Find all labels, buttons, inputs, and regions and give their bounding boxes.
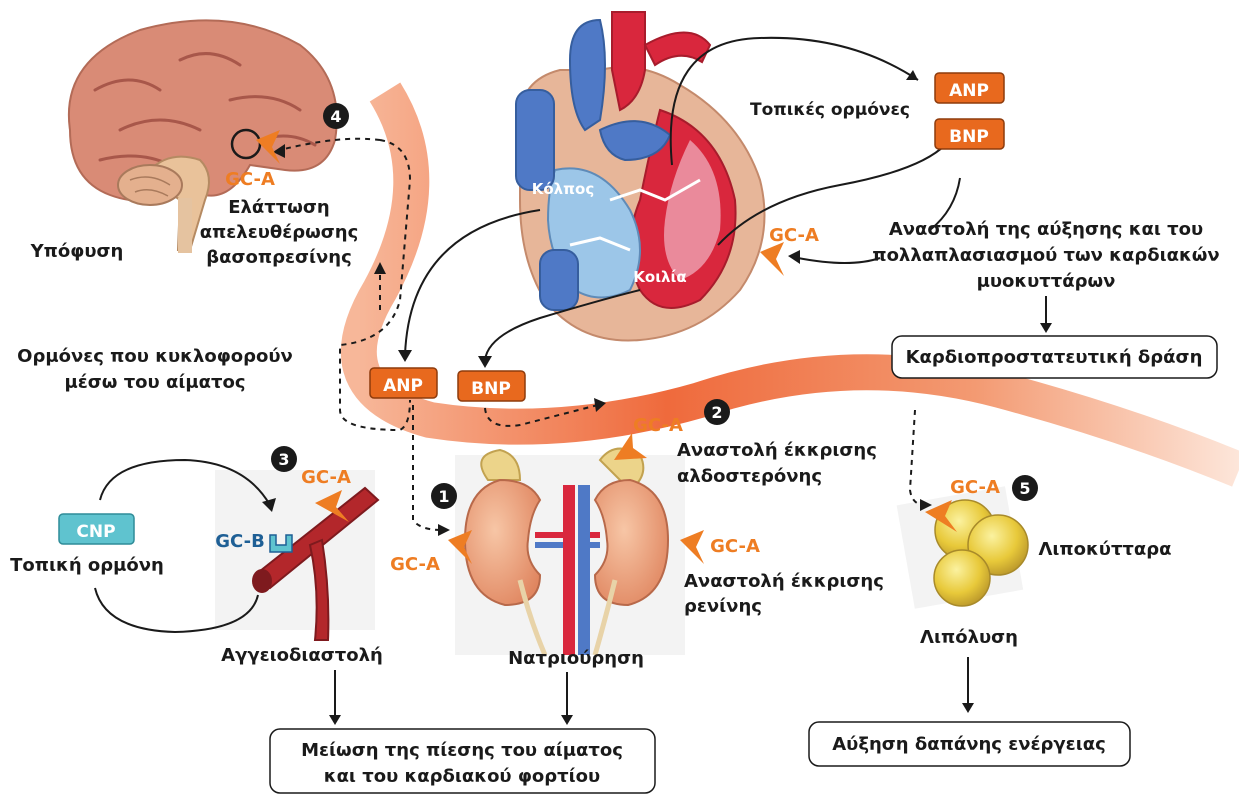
box-pressure-text-2: και του καρδιακού φορτίου [324, 766, 600, 787]
label-vasodilation: Αγγειοδιαστολή [221, 645, 383, 666]
label-ventricle: Κοιλία [633, 268, 686, 286]
tag-bnp-top-label: BNP [949, 127, 989, 147]
label-lipolysis: Λιπόλυση [920, 627, 1018, 648]
label-cardio-inhibition-1: Αναστολή της αύξησης και του [889, 219, 1203, 240]
box-pressure-text-1: Μείωση της πίεσης του αίματος [301, 740, 623, 761]
tag-anp-stream: ANP [370, 368, 437, 398]
gca-label-brain: GC-A [225, 169, 275, 190]
gcb-label: GC-B [215, 531, 265, 552]
label-circulating-1: Ορμόνες που κυκλοφορούν [17, 346, 293, 367]
label-atrium: Κόλπος [532, 180, 594, 198]
gca-label-kidney-right: GC-A [710, 536, 760, 557]
label-renin-2: ρενίνης [684, 596, 762, 617]
gca-label-vessel: GC-A [301, 467, 351, 488]
svg-text:3: 3 [278, 450, 289, 469]
tag-anp-stream-label: ANP [383, 376, 423, 396]
label-natriuresis: Νατριούρηση [508, 648, 644, 669]
gca-label-adrenal: GC-A [633, 415, 683, 436]
label-cardio-inhibition-3: μυοκυττάρων [977, 271, 1116, 292]
svg-text:5: 5 [1019, 479, 1030, 498]
tag-anp-top-label: ANP [949, 81, 989, 101]
kidneys-illustration [455, 449, 685, 655]
gca-label-kidney-left: GC-A [390, 554, 440, 575]
heart-illustration [516, 12, 765, 341]
label-pituitary: Υπόφυση [30, 241, 124, 262]
label-vasopressin-1: Ελάττωση [228, 197, 330, 218]
svg-text:2: 2 [711, 403, 722, 422]
tag-cnp-label: CNP [76, 522, 115, 542]
svg-text:4: 4 [330, 107, 341, 126]
tag-bnp-stream: BNP [458, 371, 525, 401]
label-cardio-inhibition-2: πολλαπλασιασμού των καρδιακών [872, 245, 1219, 266]
box-cardioprotective: Καρδιοπροστατευτική δράση [892, 336, 1217, 378]
number-marker-1: 1 [431, 483, 457, 509]
blood-vessel-illustration [215, 470, 378, 640]
label-aldosterone-2: αλδοστερόνης [677, 466, 822, 487]
number-marker-3: 3 [271, 446, 297, 472]
brain-illustration [69, 20, 337, 253]
label-aldosterone-1: Αναστολή έκκρισης [677, 440, 877, 461]
label-vasopressin-2: απελευθέρωσης [200, 222, 359, 243]
box-pressure: Μείωση της πίεσης του αίματος και του κα… [270, 729, 655, 793]
fat-cells-illustration [897, 486, 1028, 609]
tag-anp-top: ANP [935, 73, 1004, 103]
tag-bnp-stream-label: BNP [471, 379, 511, 399]
label-local-hormone: Τοπική ορμόνη [10, 555, 164, 576]
label-circulating-2: μέσω του αίματος [65, 372, 246, 393]
tag-bnp-top: BNP [935, 119, 1004, 149]
label-vasopressin-3: βασοπρεσίνης [206, 247, 352, 268]
box-energy-text: Αύξηση δαπάνης ενέργειας [832, 734, 1106, 755]
gca-label-fat: GC-A [950, 477, 1000, 498]
number-marker-2: 2 [704, 399, 730, 425]
box-energy: Αύξηση δαπάνης ενέργειας [809, 722, 1130, 766]
tag-cnp: CNP [59, 514, 134, 544]
box-cardioprotective-text: Καρδιοπροστατευτική δράση [906, 347, 1203, 368]
label-adipocytes: Λιποκύτταρα [1038, 539, 1171, 560]
number-marker-4: 4 [323, 103, 349, 129]
gca-label-heart: GC-A [769, 225, 819, 246]
svg-text:1: 1 [438, 487, 449, 506]
label-local-hormones: Τοπικές ορμόνες [750, 100, 910, 120]
label-renin-1: Αναστολή έκκρισης [684, 571, 884, 592]
number-marker-5: 5 [1012, 475, 1038, 501]
